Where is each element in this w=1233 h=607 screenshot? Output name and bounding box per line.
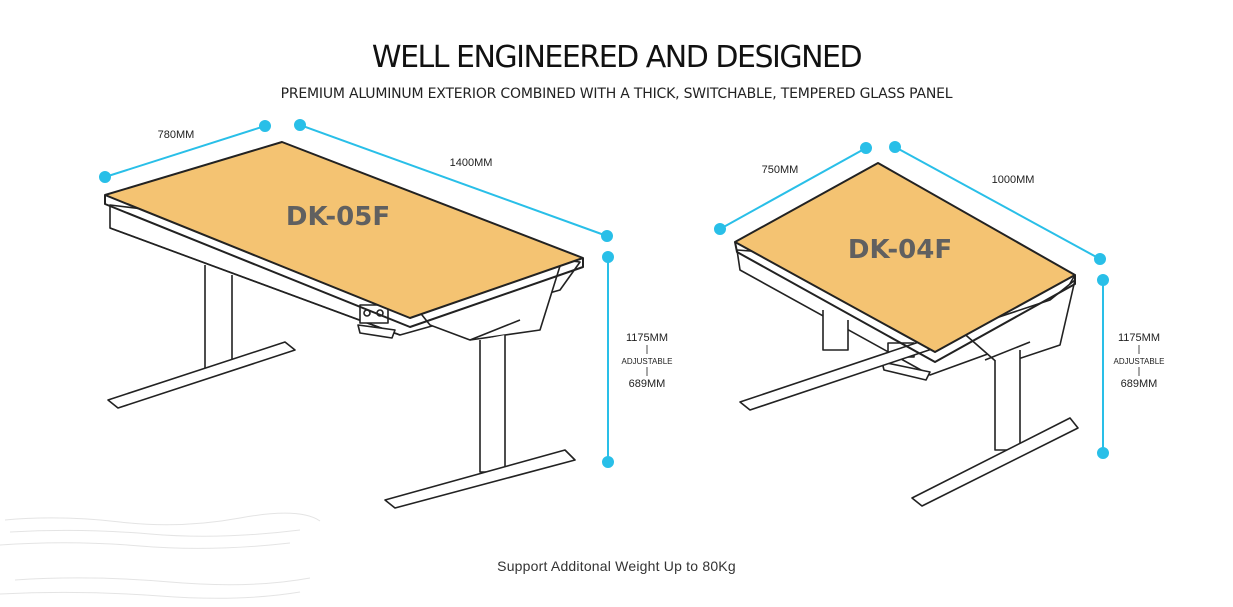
desk-dk04f bbox=[734, 162, 1079, 507]
model-label-dk04f: DK-04F bbox=[848, 235, 952, 265]
width-label-dk04f: 1000MM bbox=[992, 174, 1035, 186]
height-max-dk05f: 1175MM bbox=[626, 332, 668, 344]
height-min-dk04f: 689MM bbox=[1121, 378, 1158, 390]
handwriting-texture bbox=[0, 512, 321, 599]
model-label-dk05f: DK-05F bbox=[286, 202, 390, 232]
desk-dk05f bbox=[104, 141, 584, 509]
depth-label-dk05f: 780MM bbox=[158, 129, 195, 141]
height-max-dk04f: 1175MM bbox=[1118, 332, 1160, 344]
weight-support-note: Support Additonal Weight Up to 80Kg bbox=[497, 558, 736, 574]
adjustable-label-dk05f: ADJUSTABLE bbox=[622, 357, 673, 366]
dimension-lines-dk05f bbox=[99, 119, 614, 468]
page-subtitle: PREMIUM ALUMINUM EXTERIOR COMBINED WITH … bbox=[280, 86, 953, 102]
height-min-dk05f: 689MM bbox=[629, 378, 666, 390]
page-title: WELL ENGINEERED AND DESIGNED bbox=[371, 40, 863, 75]
depth-label-dk04f: 750MM bbox=[762, 164, 799, 176]
adjustable-label-dk04f: ADJUSTABLE bbox=[1114, 357, 1165, 366]
dimension-lines-dk04f bbox=[714, 141, 1109, 459]
width-label-dk05f: 1400MM bbox=[450, 157, 493, 169]
